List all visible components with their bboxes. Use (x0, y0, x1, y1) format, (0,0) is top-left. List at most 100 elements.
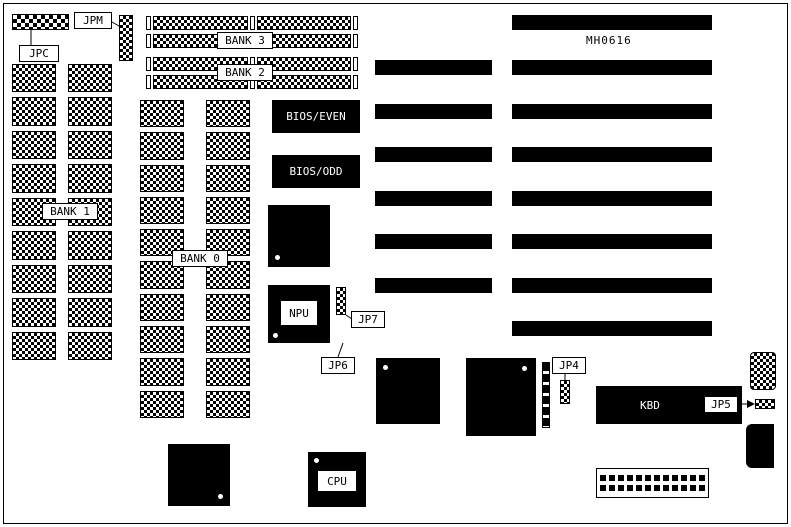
pin1-dot (275, 255, 280, 260)
pin (618, 475, 624, 481)
expansion-slot-short (375, 234, 492, 249)
label-text: JPM (83, 14, 103, 27)
label-text: JP5 (711, 398, 731, 411)
pin1-dot (218, 494, 223, 499)
bios-even-label: BIOS/EVEN (286, 110, 346, 123)
bank1-chip-column-2 (68, 64, 112, 360)
pin (609, 475, 615, 481)
dip-chip (140, 358, 184, 386)
socket-tab (146, 34, 151, 48)
pin (627, 475, 633, 481)
keyboard-din-connector (746, 424, 774, 468)
socket-tab (146, 75, 151, 89)
expansion-slot-long (512, 191, 712, 206)
socket-tab (353, 16, 358, 30)
socket-tab (249, 16, 255, 30)
pin (636, 475, 642, 481)
pin1-dot (522, 366, 527, 371)
jp5-label: JP5 (704, 396, 738, 413)
pin (690, 475, 696, 481)
dip-chip (12, 97, 56, 126)
bank3-row-1 (146, 16, 358, 30)
pin (609, 485, 615, 491)
label-text: BANK 3 (225, 34, 265, 47)
socket-tab (353, 57, 358, 71)
bank2-row-2 (146, 75, 358, 89)
bios-odd-label: BIOS/ODD (289, 165, 343, 178)
cpu-chip: CPU (308, 452, 366, 507)
socket-tab (353, 75, 358, 89)
jpc-label: JPC (19, 45, 59, 62)
dip-chip (140, 100, 184, 128)
pin (600, 475, 606, 481)
dip-chip (140, 196, 184, 225)
jp7-header (336, 287, 346, 315)
dip-chip (256, 57, 351, 71)
ic-chip-a (268, 205, 330, 267)
jpm-connector (119, 15, 133, 61)
dip-chip (256, 34, 351, 48)
dip-chip (153, 16, 248, 30)
dip-chip (206, 326, 250, 354)
pin (681, 485, 687, 491)
dip-chip (140, 390, 184, 418)
dip-chip (68, 64, 112, 93)
dip-chip (206, 293, 250, 322)
dip-chip (140, 261, 184, 289)
board-outline (3, 3, 788, 524)
pin (654, 475, 660, 481)
expansion-slot-long (512, 60, 712, 75)
dip-chip (68, 130, 112, 160)
ic-chip-c (466, 358, 536, 436)
bank2-label: BANK 2 (217, 64, 273, 81)
pin1-dot (273, 333, 278, 338)
pin1-dot (314, 458, 319, 463)
jp7-label: JP7 (351, 311, 385, 328)
pin (690, 485, 696, 491)
label-text: CPU (327, 474, 347, 488)
corner-component (750, 352, 776, 390)
pin (627, 485, 633, 491)
dip-chip (206, 132, 250, 160)
pin (699, 475, 705, 481)
pin (663, 475, 669, 481)
label-text: JP4 (559, 359, 579, 372)
pin (618, 485, 624, 491)
socket-tab (146, 57, 151, 71)
part-number-text: MH0616 (586, 34, 632, 47)
power-connector (596, 468, 709, 498)
dip-chip (68, 97, 112, 126)
bios-odd-chip: BIOS/ODD (272, 155, 360, 188)
pin (663, 485, 669, 491)
jpm-label: JPM (74, 12, 112, 29)
socket-tab (146, 16, 151, 30)
dip-chip (256, 75, 351, 89)
label-text: JP7 (358, 313, 378, 326)
dip-chip (140, 326, 184, 354)
label-text: BANK 2 (225, 66, 265, 79)
label-text: BANK 1 (50, 205, 90, 218)
dip-chip (12, 264, 56, 294)
dip-chip (206, 358, 250, 386)
dip-chip (68, 298, 112, 327)
dip-chip (12, 298, 56, 327)
ic-chip-b (376, 358, 440, 424)
dip-chip (12, 64, 56, 93)
dip-chip (206, 390, 250, 418)
dip-chip (256, 16, 351, 30)
expansion-slot-short (375, 104, 492, 119)
dip-chip (12, 164, 56, 193)
dip-chip (12, 130, 56, 160)
expansion-slot-short (375, 147, 492, 162)
jp4-label: JP4 (552, 357, 586, 374)
bank0-chip-column-2 (206, 100, 250, 418)
expansion-slot-long (512, 104, 712, 119)
pin (672, 475, 678, 481)
npu-chip: NPU (268, 285, 330, 343)
expansion-slot-short (375, 60, 492, 75)
expansion-slot-long (512, 15, 712, 30)
expansion-slot-long (512, 234, 712, 249)
dip-chip (206, 164, 250, 192)
pin (645, 485, 651, 491)
